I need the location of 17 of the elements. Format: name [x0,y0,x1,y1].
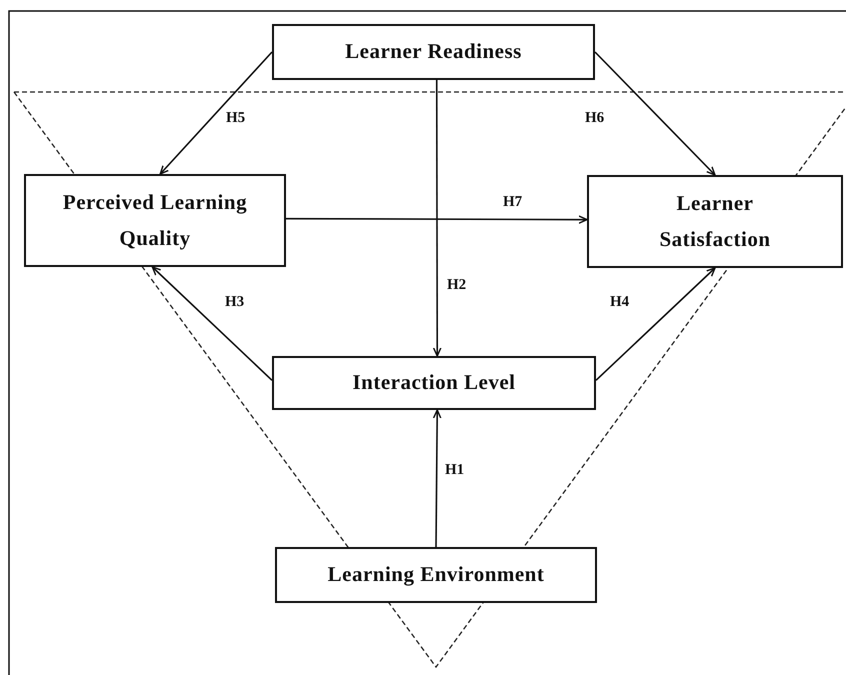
construct-label: Learner Readiness [345,38,522,66]
arrow [595,267,716,381]
construct-label: Learner Satisfaction [658,190,772,252]
arrow [286,215,588,224]
arrow [594,51,716,176]
construct-box [24,174,286,267]
construct-box [275,547,597,603]
arrow [152,266,273,381]
arrow [160,51,273,175]
construct-label: Interaction Level [352,369,516,396]
construct-label: Perceived Learning Quality [62,188,248,252]
construct-box [272,356,596,410]
arrow [432,409,442,547]
arrow [432,80,442,357]
construct-box [587,175,843,268]
construct-box [272,24,595,80]
construct-label: Learning Environment [328,561,544,588]
